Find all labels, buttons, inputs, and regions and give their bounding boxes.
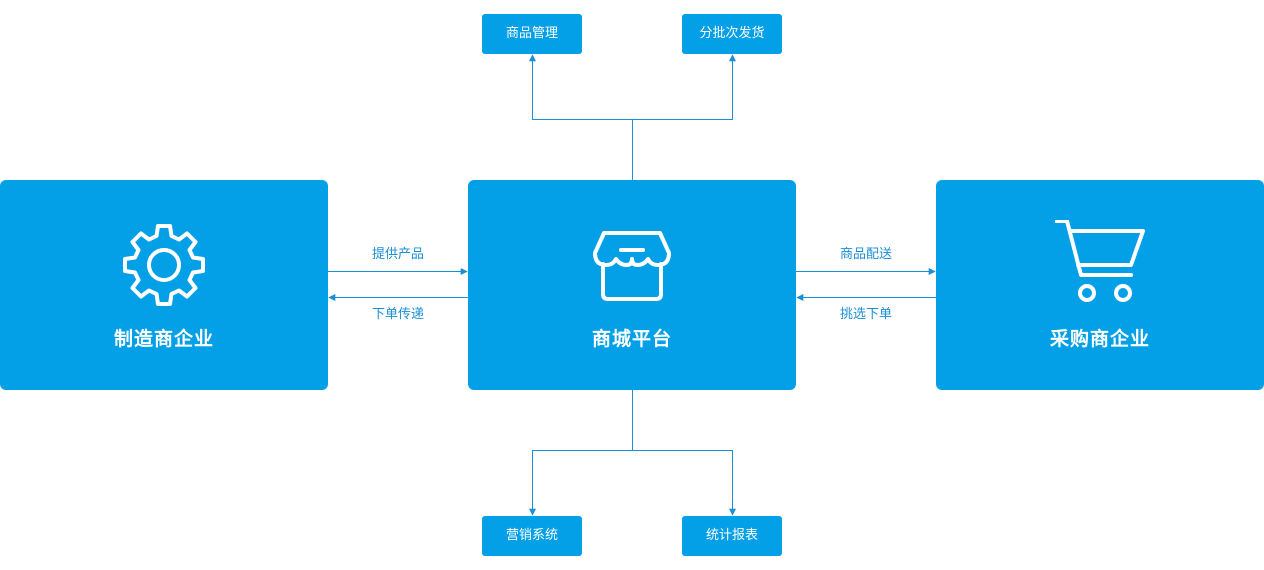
- shopping-cart-icon: [1055, 220, 1145, 310]
- purchaser-label: 采购商企业: [1049, 328, 1150, 350]
- flow-label-delivery: 商品配送: [839, 247, 892, 262]
- batch-shipping-button[interactable]: 分批次发货: [682, 14, 782, 54]
- platform-node[interactable]: 商城平台: [468, 180, 796, 390]
- connector-platform-to-report: [632, 450, 736, 516]
- flow-label-order-pass: 下单传递: [371, 307, 424, 322]
- manufacturer-label: 制造商企业: [113, 328, 214, 350]
- connector-platform-to-batch-ship: [632, 54, 736, 120]
- flow-label-provide-products: 提供产品: [371, 247, 424, 262]
- statistics-report-button[interactable]: 统计报表: [682, 516, 782, 556]
- connector-platform-to-top: [529, 54, 633, 180]
- product-management-button[interactable]: 商品管理: [482, 14, 582, 54]
- purchaser-node[interactable]: 采购商企业: [936, 180, 1264, 390]
- storefront-icon: [587, 220, 677, 310]
- flow-label-select-order: 挑选下单: [839, 307, 892, 322]
- connector-platform-to-marketing: [529, 390, 633, 516]
- gear-icon: [119, 220, 209, 310]
- marketing-system-button[interactable]: 营销系统: [482, 516, 582, 556]
- manufacturer-node[interactable]: 制造商企业: [0, 180, 328, 390]
- platform-label: 商城平台: [591, 328, 672, 350]
